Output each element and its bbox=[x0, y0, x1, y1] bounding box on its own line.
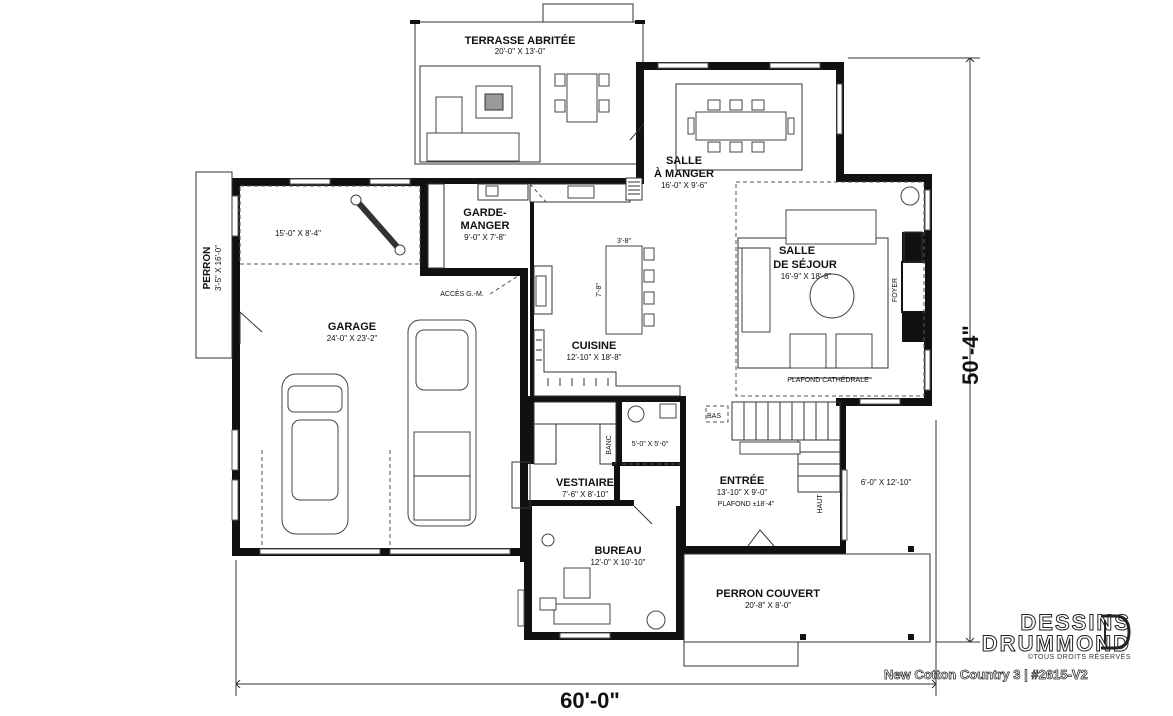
bureau-name: BUREAU bbox=[594, 545, 641, 557]
salle-sejour-name1: SALLE bbox=[779, 245, 815, 257]
dimension-lines bbox=[235, 57, 980, 696]
drummond-logo-icon bbox=[1101, 614, 1131, 650]
entree-dim: 13'-10" X 9'-0" bbox=[717, 488, 768, 497]
garage-contents bbox=[195, 171, 477, 548]
entree-plafond: PLAFOND ±18'-4" bbox=[718, 501, 775, 508]
salle-manger-name2: À MANGER bbox=[654, 167, 714, 180]
brand-line2: DRUMMOND bbox=[981, 631, 1131, 656]
salle-sejour-name2: DE SÉJOUR bbox=[773, 258, 837, 271]
bas-label: BAS bbox=[707, 413, 721, 420]
garage-name: GARAGE bbox=[328, 321, 376, 333]
terrasse-area bbox=[410, 3, 645, 165]
acces-label: ACCÈS G.-M. bbox=[440, 289, 484, 298]
garage-dim: 24'-0" X 23'-2" bbox=[327, 334, 378, 343]
salle-manger-dim: 16'-0" X 9'-6" bbox=[661, 181, 707, 190]
plafond-cathedrale: PLAFOND CATHÉDRALE bbox=[787, 375, 869, 384]
island-length: 7'-8" bbox=[596, 283, 603, 297]
brand-rights: ©TOUS DROITS RÉSERVÉS bbox=[1027, 654, 1131, 661]
cuisine-name: CUISINE bbox=[572, 340, 617, 352]
garde-manger-contents bbox=[427, 183, 529, 269]
perron-side-dim: 3'-5" X 16'-0" bbox=[214, 245, 223, 291]
vestiaire-dim: 7'-6" X 8'-10" bbox=[562, 490, 608, 499]
bath-and-stairs bbox=[533, 401, 841, 547]
dining-contents bbox=[629, 83, 803, 171]
cuisine-dim: 12'-10" X 18'-8" bbox=[567, 353, 622, 362]
living-contents bbox=[735, 181, 925, 397]
brand-block: DESSINS DRUMMOND ©TOUS DROITS RÉSERVÉS bbox=[981, 611, 1131, 661]
kitchen-contents bbox=[529, 177, 681, 397]
terrasse-dim: 20'-0" X 13'-0" bbox=[495, 47, 546, 56]
perron-side-name: PERRON bbox=[202, 247, 213, 290]
garde-manger-name2: MANGER bbox=[461, 220, 510, 232]
salle-bain-dim: 5'-0" X 5'-0" bbox=[632, 441, 669, 448]
perron-couvert-name: PERRON COUVERT bbox=[716, 588, 820, 600]
foyer-label: FOYER bbox=[892, 278, 899, 302]
depth-dimension: 50'-4" bbox=[958, 325, 983, 385]
perron-couvert-area bbox=[683, 546, 931, 667]
salle-sejour-dim: 16'-9" X 18'-8" bbox=[781, 272, 832, 281]
bureau-contents bbox=[539, 533, 666, 630]
escalier-dim: 6'-0" X 12'-10" bbox=[861, 478, 912, 487]
banc-label: BANC bbox=[606, 435, 613, 454]
island-width: 3'-8" bbox=[617, 238, 631, 245]
vestiaire-name: VESTIAIRE bbox=[556, 477, 614, 489]
interior-walls bbox=[511, 396, 686, 554]
bureau-dim: 12'-0" X 10'-10" bbox=[591, 558, 646, 567]
garage-storage-dim: 15'-0" X 8'-4" bbox=[275, 229, 321, 238]
plan-title: New Cotton Country 3 | #2615-V2 bbox=[884, 667, 1088, 683]
garde-manger-name1: GARDE- bbox=[463, 207, 507, 219]
salle-manger-name1: SALLE bbox=[666, 155, 702, 167]
entree-name: ENTRÉE bbox=[720, 474, 765, 487]
windows bbox=[231, 62, 931, 639]
garde-manger-dim: 9'-0" X 7'-8" bbox=[464, 233, 506, 242]
terrasse-name: TERRASSE ABRITÉE bbox=[465, 34, 576, 47]
perron-couvert-dim: 20'-8" X 8'-0" bbox=[745, 601, 791, 610]
width-dimension: 60'-0" bbox=[560, 688, 620, 713]
haut-label: HAUT bbox=[817, 494, 824, 514]
